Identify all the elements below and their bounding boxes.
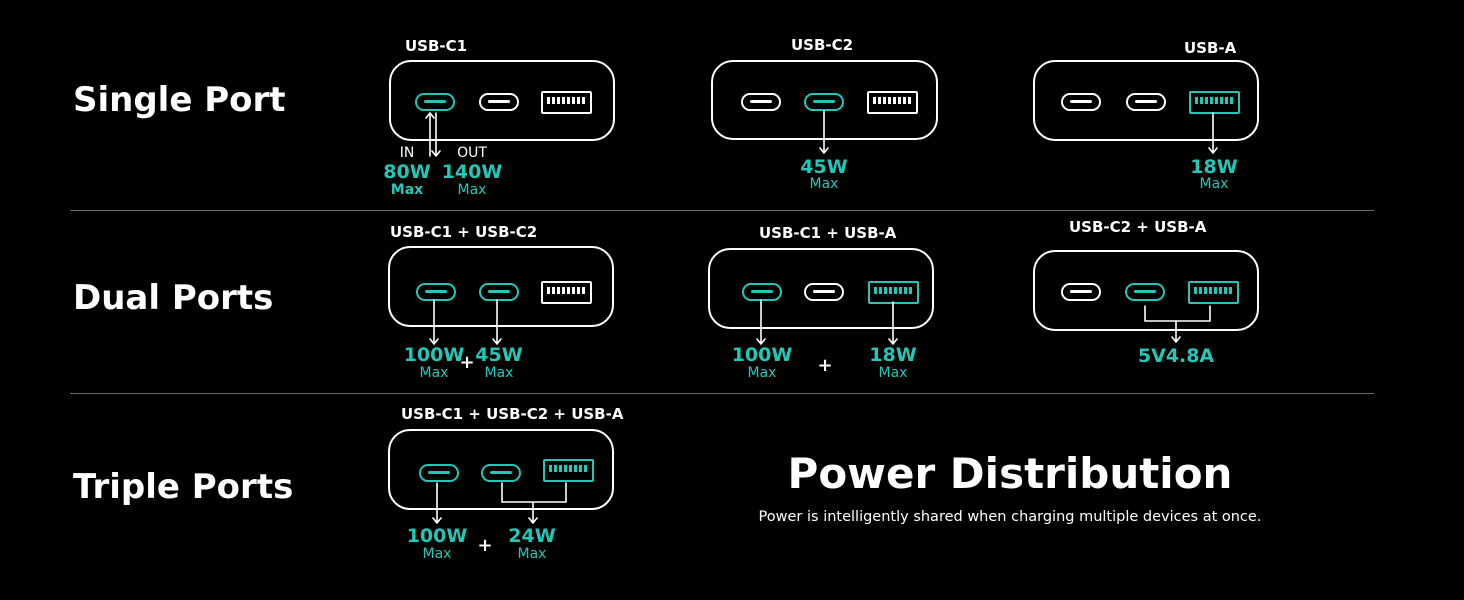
shared-wattage: 24W: [508, 525, 556, 547]
power-bank-device: [1033, 60, 1259, 141]
usb-c2-wattage: 45W: [475, 344, 523, 366]
usb-c1-wattage: 100W: [406, 525, 468, 547]
usb-c-port-icon: [741, 93, 781, 111]
row-title-dual-ports: Dual Ports: [73, 278, 274, 318]
power-bank-device: [711, 60, 938, 140]
max-label: Max: [422, 546, 452, 562]
input-wattage: 80W: [383, 161, 431, 183]
usb-a-port-icon: [541, 281, 592, 304]
usb-c-port-icon: [804, 283, 844, 301]
max-label: Max: [457, 182, 487, 198]
usb-a-wattage: 18W: [1190, 156, 1238, 178]
max-label: Max: [878, 365, 908, 381]
output-wattage: 140W: [441, 161, 503, 183]
row-title-triple-ports: Triple Ports: [73, 467, 294, 507]
power-bank-device: [388, 429, 614, 510]
usb-a-port-icon: [867, 91, 918, 114]
shared-output-rating: 5V4.8A: [1137, 345, 1215, 367]
plus-sign: +: [817, 355, 833, 376]
row-divider: [70, 393, 1374, 394]
usb-c-port-icon: [804, 93, 844, 111]
power-bank-device: [1033, 250, 1259, 331]
usb-c1-wattage: 100W: [403, 344, 465, 366]
usb-c-port-icon: [742, 283, 782, 301]
usb-a-port-icon: [543, 459, 594, 482]
usb-c-port-icon: [1126, 93, 1166, 111]
row-divider: [70, 210, 1374, 211]
config-label-usb-c1: USB-C1: [405, 37, 468, 55]
usb-c-port-icon: [419, 464, 459, 482]
usb-c-port-icon: [481, 464, 521, 482]
input-label: IN: [399, 145, 415, 161]
plus-sign: +: [459, 352, 475, 373]
usb-c-port-icon: [416, 283, 456, 301]
usb-a-port-icon: [868, 281, 919, 304]
usb-c-port-icon: [415, 93, 455, 111]
config-label-usb-c1-usb-c2: USB-C1 + USB-C2: [390, 223, 538, 241]
power-bank-device: [388, 246, 614, 327]
max-label: Max: [484, 365, 514, 381]
max-label: Max: [1199, 176, 1229, 192]
usb-c-port-icon: [479, 93, 519, 111]
usb-c-port-icon: [1061, 93, 1101, 111]
usb-a-port-icon: [541, 91, 592, 114]
page-title: Power Distribution: [787, 449, 1233, 498]
output-label: OUT: [457, 145, 487, 161]
page-subtitle: Power is intelligently shared when charg…: [758, 509, 1262, 525]
max-label: Max: [517, 546, 547, 562]
usb-c-port-icon: [1061, 283, 1101, 301]
row-title-single-port: Single Port: [73, 80, 286, 120]
usb-c2-wattage: 45W: [800, 156, 848, 178]
usb-c-port-icon: [1125, 283, 1165, 301]
plus-sign: +: [477, 535, 493, 556]
max-label: Max: [419, 365, 449, 381]
config-label-usb-c2-usb-a: USB-C2 + USB-A: [1069, 218, 1207, 236]
usb-a-wattage: 18W: [869, 344, 917, 366]
config-label-usb-c1-usb-a: USB-C1 + USB-A: [759, 224, 897, 242]
power-bank-device: [389, 60, 615, 141]
usb-c-port-icon: [479, 283, 519, 301]
config-label-usb-c1-usb-c2-usb-a: USB-C1 + USB-C2 + USB-A: [401, 405, 624, 423]
usb-a-port-icon: [1189, 91, 1240, 114]
max-label: Max: [747, 365, 777, 381]
max-label: Max: [390, 182, 424, 198]
max-label: Max: [809, 176, 839, 192]
usb-c1-wattage: 100W: [731, 344, 793, 366]
config-label-usb-a: USB-A: [1184, 39, 1237, 57]
power-bank-device: [708, 248, 934, 329]
config-label-usb-c2: USB-C2: [791, 36, 854, 54]
usb-a-port-icon: [1188, 281, 1239, 304]
